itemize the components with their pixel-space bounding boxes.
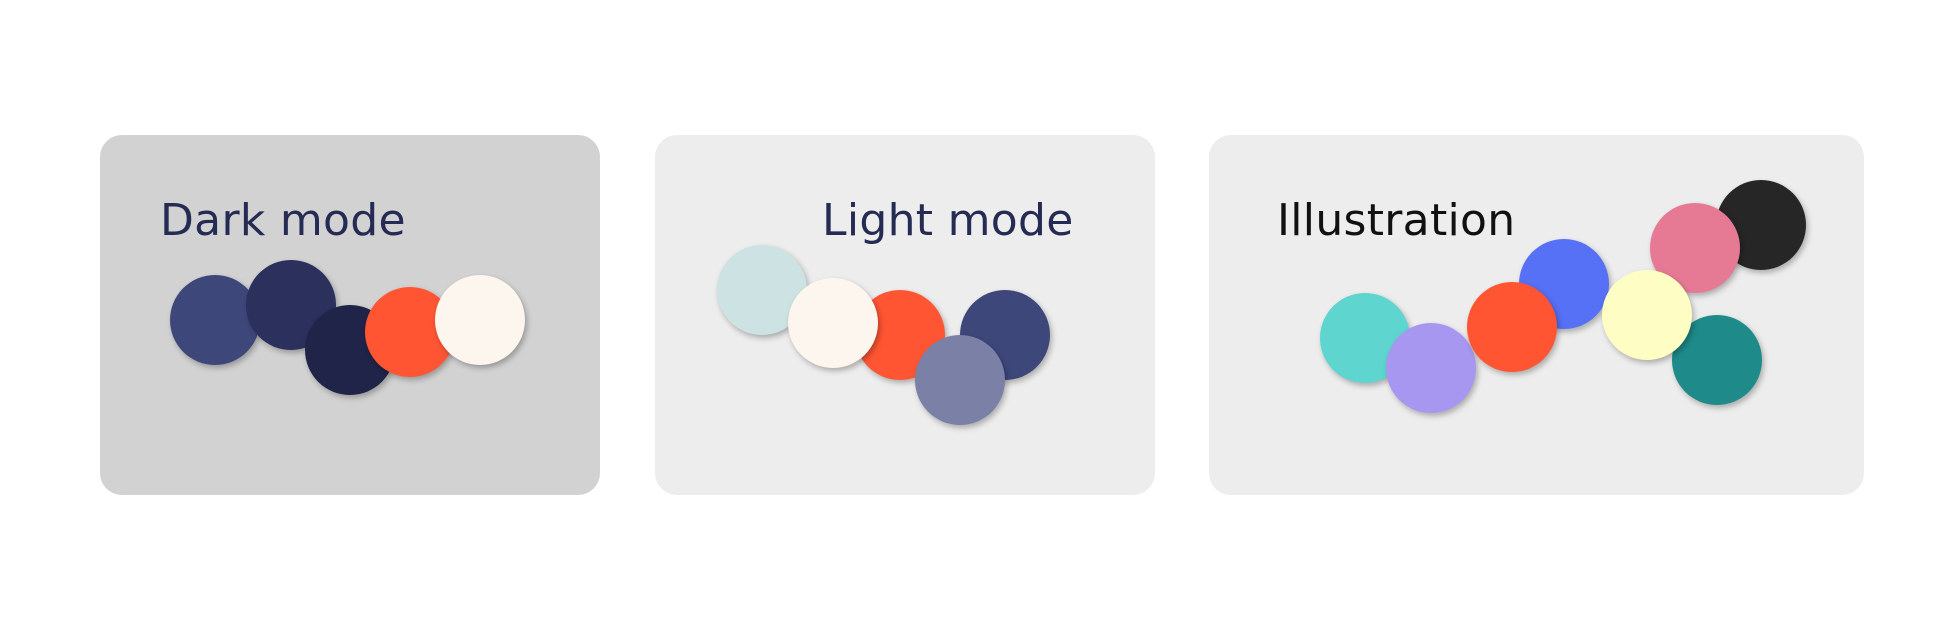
palette-card-light: Light mode — [655, 135, 1155, 495]
color-swatch-indigo — [170, 275, 260, 365]
palette-card-dark: Dark mode — [100, 135, 600, 495]
palette-title-dark: Dark mode — [160, 195, 406, 246]
color-swatch-cream — [435, 275, 525, 365]
palette-card-illustration: Illustration — [1209, 135, 1864, 495]
color-swatch-slate — [915, 335, 1005, 425]
palette-title-illustration: Illustration — [1277, 195, 1516, 246]
color-swatch-lavender — [1386, 323, 1476, 413]
color-swatch-yellow — [1602, 270, 1692, 360]
color-swatch-vermilion — [1467, 282, 1557, 372]
color-swatch-cream — [788, 278, 878, 368]
palette-title-light: Light mode — [822, 195, 1074, 246]
